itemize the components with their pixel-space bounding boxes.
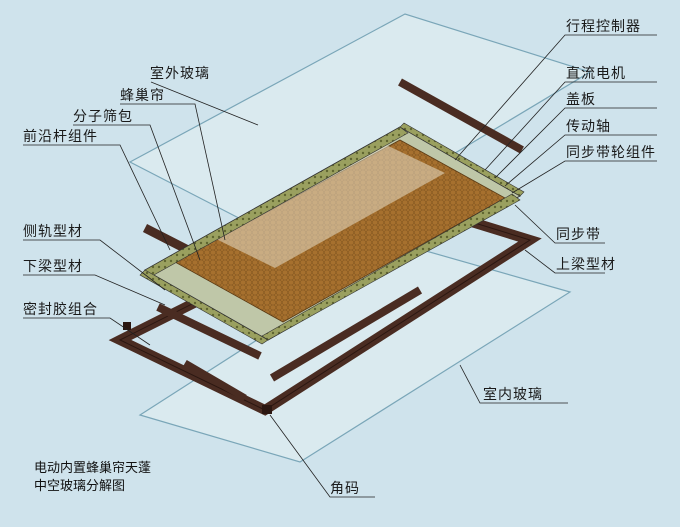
label-dc-motor: 直流电机 bbox=[566, 65, 626, 82]
label-drive-shaft: 传动轴 bbox=[566, 119, 611, 135]
label-molecular-sieve: 分子筛包 bbox=[73, 109, 133, 125]
caption-line-1: 电动内置蜂巢帘天蓬 bbox=[34, 460, 151, 476]
label-timing-belt: 同步带 bbox=[556, 227, 601, 243]
label-front-rail: 前沿杆组件 bbox=[23, 128, 98, 145]
label-indoor-glass: 室内玻璃 bbox=[483, 386, 543, 403]
label-lower-beam: 下梁型材 bbox=[23, 259, 83, 275]
label-corner-key: 角码 bbox=[330, 481, 360, 497]
corner-key-block bbox=[262, 405, 272, 414]
blind-cassette bbox=[139, 122, 525, 345]
label-upper-beam: 上梁型材 bbox=[556, 257, 616, 273]
label-sealant: 密封胶组合 bbox=[23, 301, 98, 318]
corner-key-block-2 bbox=[123, 322, 131, 330]
caption-line-2: 中空玻璃分解图 bbox=[34, 479, 125, 494]
label-outdoor-glass: 室外玻璃 bbox=[150, 65, 210, 82]
leader-lines bbox=[23, 34, 657, 498]
label-pulley-assembly: 同步带轮组件 bbox=[566, 145, 656, 161]
sealant-bar bbox=[183, 359, 247, 402]
label-limit-controller: 行程控制器 bbox=[566, 19, 641, 35]
upper-beam-bar bbox=[269, 286, 423, 382]
label-honeycomb-blind: 蜂巢帘 bbox=[120, 88, 165, 104]
cover-plate-bar bbox=[398, 78, 524, 154]
label-cover-plate: 盖板 bbox=[566, 92, 596, 108]
lower-beam-bar bbox=[156, 303, 262, 360]
label-side-rail: 侧轨型材 bbox=[23, 224, 83, 240]
